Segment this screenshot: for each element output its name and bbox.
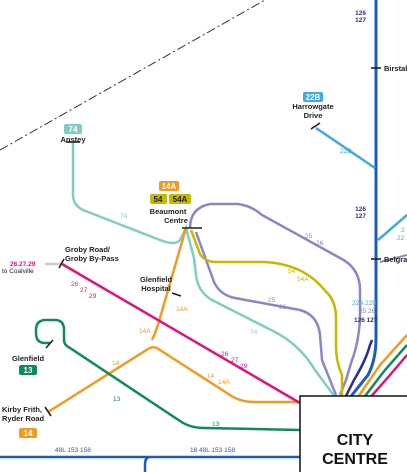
route-25-26-inner xyxy=(194,231,338,396)
route-22b xyxy=(315,126,376,170)
stop-ticks xyxy=(44,67,381,417)
route-26-27-29 xyxy=(61,262,301,405)
route-25-26 xyxy=(188,202,362,396)
route-label-14-a: 14 xyxy=(112,360,120,367)
route-label-22-edge: 22 xyxy=(397,235,405,242)
route-label-29m: 29 xyxy=(89,293,97,300)
badge-22b-bg xyxy=(303,92,323,102)
route-label-127b: 127 xyxy=(355,213,366,220)
place-beaumont-1: Beaumont xyxy=(150,207,187,216)
route-edge-right xyxy=(377,214,407,241)
badge-14a-bg xyxy=(159,181,179,191)
route-blue xyxy=(346,0,378,401)
place-belgrave: Belgra xyxy=(384,255,407,264)
city-centre-box xyxy=(299,395,407,472)
route-bundle-orange xyxy=(354,334,407,401)
route-blue-bottom xyxy=(0,455,151,472)
route-labels: 126 127 126 127 22B 74 74 25 26 25 26 54… xyxy=(55,10,405,454)
badge-54-bg xyxy=(150,194,167,204)
place-groby-1: Groby Road/ xyxy=(65,245,111,254)
route-14a xyxy=(150,227,188,341)
badge-13-bg xyxy=(19,365,37,375)
route-label-22a-22b: 22A 22B xyxy=(352,300,377,307)
city-centre-label-2: CENTRE xyxy=(322,451,388,468)
route-13 xyxy=(34,318,301,432)
place-birstall: Birstall xyxy=(384,64,407,73)
place-kirby-2: Ryder Road xyxy=(2,414,45,423)
route-label-bottom-mid: 18 48L 153 158 xyxy=(190,447,235,454)
route-bundle-navy xyxy=(342,339,374,401)
badge-54a: 54A xyxy=(173,195,188,204)
place-anstey: Anstey xyxy=(60,135,86,144)
route-label-54: 54 xyxy=(288,268,296,275)
route-label-13-b: 13 xyxy=(212,421,220,428)
route-label-26a: 26 xyxy=(316,240,324,247)
route-label-2-edge: 2 xyxy=(401,227,405,234)
route-label-14a-a: 14A xyxy=(176,306,188,313)
route-label-26n: 26 xyxy=(221,351,229,358)
route-label-26m: 26 xyxy=(71,281,79,288)
route-label-126-127: 126 127 xyxy=(354,317,378,324)
badge-74-bg xyxy=(64,124,82,134)
route-label-14a-c: 14A xyxy=(218,379,230,386)
route-74 xyxy=(71,142,337,398)
city-centre-label-1: CITY xyxy=(337,432,374,449)
route-14 xyxy=(47,346,300,414)
route-label-29n: 29 xyxy=(240,363,248,370)
place-kirby-1: Kirby Frith, xyxy=(2,405,42,414)
place-glenfield: Glenfield xyxy=(12,354,45,363)
route-label-25a: 25 xyxy=(305,233,313,240)
route-label-22b: 22B xyxy=(340,148,352,155)
badge-14a: 14A xyxy=(162,182,177,191)
place-groby-2: Groby By-Pass xyxy=(65,254,119,263)
place-harrowgate-1: Harrowgate xyxy=(292,102,333,111)
route-label-25-26: 25 26 xyxy=(359,308,376,315)
route-bundle-green xyxy=(361,344,407,401)
route-label-14a-b: 14A xyxy=(139,328,151,335)
route-label-74a: 74 xyxy=(120,213,128,220)
badge-74: 74 xyxy=(69,125,78,134)
route-label-127: 127 xyxy=(355,17,366,24)
route-edge-right2 xyxy=(379,254,407,263)
route-54 xyxy=(189,229,344,397)
coalville-routes: 26.27.29 xyxy=(10,261,36,268)
route-label-74b: 74 xyxy=(250,329,258,336)
route-label-26b: 26 xyxy=(279,304,287,311)
place-glenfield-hospital-1: Glenfield xyxy=(140,275,173,284)
route-label-14-b: 14 xyxy=(207,373,215,380)
place-coalville: to Coalville xyxy=(2,268,34,275)
place-glenfield-hospital-2: Hospital xyxy=(141,284,171,293)
route-label-126b: 126 xyxy=(355,206,366,213)
route-label-bottom-left: 48L 153 158 xyxy=(55,447,91,454)
badge-14-bg xyxy=(19,428,37,438)
route-label-13-a: 13 xyxy=(113,396,121,403)
place-beaumont-2: Centre xyxy=(164,216,188,225)
route-bundle-magenta xyxy=(367,354,407,401)
place-harrowgate-2: Drive xyxy=(304,111,323,120)
route-label-126: 126 xyxy=(355,10,366,17)
badge-22b: 22B xyxy=(306,93,321,102)
route-label-27n: 27 xyxy=(231,357,239,364)
boundary-line xyxy=(0,0,266,151)
badge-54a-bg xyxy=(169,194,191,204)
route-label-25b: 25 xyxy=(268,297,276,304)
badge-54: 54 xyxy=(154,195,163,204)
badge-14: 14 xyxy=(24,429,33,438)
badge-13: 13 xyxy=(24,366,33,375)
route-label-27m: 27 xyxy=(80,287,88,294)
route-label-54a: 54A xyxy=(297,276,309,283)
